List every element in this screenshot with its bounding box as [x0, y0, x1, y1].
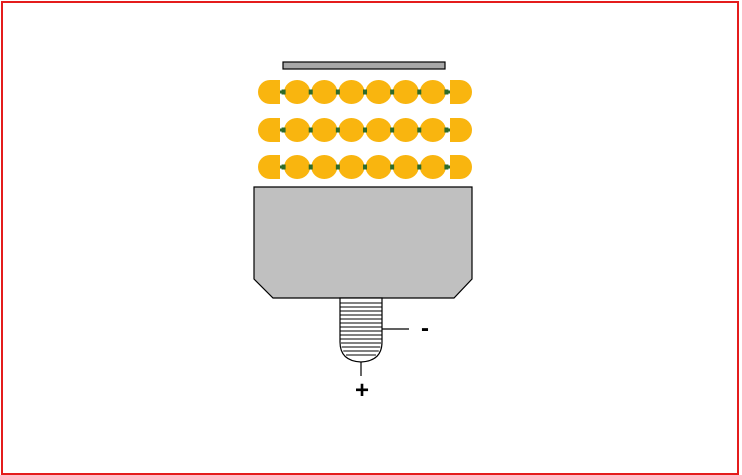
bulb-base-body: [253, 186, 473, 299]
led-joint: [417, 89, 422, 95]
led-strip: [258, 80, 472, 104]
bulb-screw-contact: [339, 297, 383, 363]
led-joint: [335, 89, 340, 95]
led-joint: [281, 89, 286, 95]
led: [338, 155, 365, 179]
led: [419, 118, 446, 142]
led: [392, 80, 419, 104]
led: [338, 118, 365, 142]
led: [450, 118, 472, 142]
led: [311, 80, 338, 104]
positive-terminal-label: +: [355, 377, 369, 404]
led-strips: [258, 80, 472, 179]
led-joint: [363, 127, 367, 133]
led-joint: [390, 164, 395, 170]
led: [258, 80, 280, 104]
led-joint: [417, 164, 422, 170]
led-joint: [335, 164, 340, 170]
led: [311, 118, 338, 142]
led-joint: [390, 89, 395, 95]
led: [258, 118, 280, 142]
led-joint: [417, 127, 422, 133]
top-plate: [282, 61, 446, 70]
led: [365, 118, 392, 142]
led: [284, 118, 311, 142]
led-joint: [308, 164, 313, 170]
led: [338, 80, 365, 104]
led: [392, 155, 419, 179]
negative-terminal-label: -: [421, 315, 429, 342]
led: [419, 80, 446, 104]
led: [365, 155, 392, 179]
led-joint: [390, 127, 395, 133]
led-joint: [363, 164, 367, 170]
led: [450, 80, 472, 104]
led: [311, 155, 338, 179]
led: [284, 155, 311, 179]
led: [450, 155, 472, 179]
led: [284, 80, 311, 104]
led: [419, 155, 446, 179]
led-joint: [335, 127, 340, 133]
led-joint: [308, 127, 313, 133]
led-strip: [258, 118, 472, 142]
led: [365, 80, 392, 104]
led-joint: [444, 127, 449, 133]
led-joint: [281, 164, 286, 170]
led: [258, 155, 280, 179]
led-strip: [258, 155, 472, 179]
led-joint: [444, 164, 449, 170]
led-joint: [363, 89, 367, 95]
led: [392, 118, 419, 142]
led-joint: [281, 127, 286, 133]
led-joint: [308, 89, 313, 95]
led-joint: [444, 89, 449, 95]
